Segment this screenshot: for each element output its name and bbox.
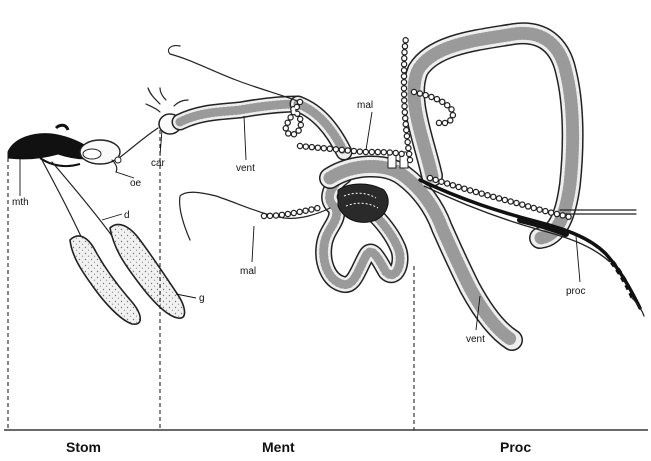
label-d: d (124, 210, 130, 221)
crop-sac (80, 140, 120, 172)
salivary-glands (42, 160, 185, 324)
region-label-ment: Ment (262, 439, 295, 455)
region-label-proc: Proc (500, 439, 531, 455)
label-vent-upper: vent (236, 163, 255, 174)
label-mal-lower: mal (240, 266, 256, 277)
label-vent-lower: vent (466, 334, 485, 345)
label-oe: oe (130, 178, 142, 189)
label-mal-upper: mal (357, 100, 373, 111)
label-mth: mth (12, 197, 29, 208)
label-proc: proc (566, 286, 585, 297)
midgut-loop (298, 104, 512, 340)
label-g: g (199, 293, 205, 304)
region-label-stom: Stom (66, 439, 101, 455)
anterior-midgut (180, 104, 298, 122)
label-car: car (151, 158, 166, 169)
